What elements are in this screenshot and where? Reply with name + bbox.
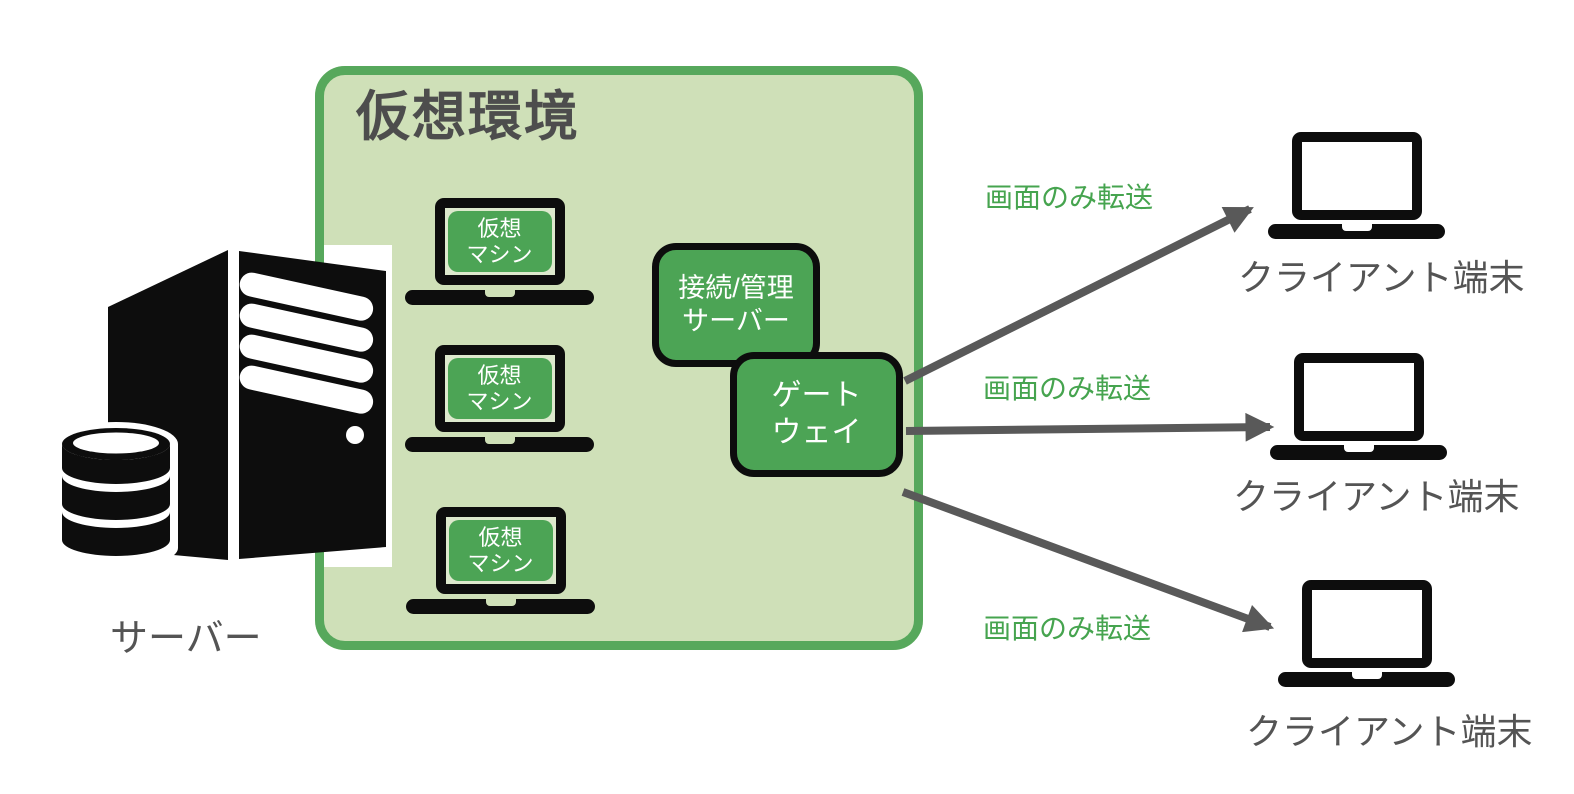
laptop-notch — [1341, 224, 1372, 231]
laptop-base — [405, 290, 594, 305]
server-label: サーバー — [110, 618, 262, 660]
laptop-notch — [1343, 445, 1374, 452]
client-laptop-2 — [1270, 353, 1447, 460]
laptop-base — [1278, 672, 1455, 687]
vm-label-line2: マシン — [466, 388, 533, 414]
laptop-notch — [485, 599, 516, 606]
vm-laptop-1: 仮想 マシン — [405, 198, 594, 305]
transfer-arrow-2 — [905, 412, 1275, 442]
vm-label-line2: マシン — [466, 241, 533, 267]
client-label-2: クライアント端末 — [1233, 476, 1520, 517]
client-label-3: クライアント端末 — [1246, 711, 1533, 752]
laptop-screen: 仮想 マシン — [434, 345, 565, 432]
transfer-label-2: 画面のみ転送 — [983, 373, 1152, 404]
database-icon — [54, 422, 178, 568]
client-laptop-3 — [1278, 580, 1455, 687]
management-server-line1: 接続/管理 — [678, 273, 794, 304]
vm-badge: 仮想 マシン — [448, 520, 553, 581]
laptop-base — [1270, 445, 1447, 460]
vm-label-line1: 仮想 — [477, 362, 522, 388]
vm-badge: 仮想 マシン — [447, 358, 552, 419]
laptop-notch — [1351, 672, 1382, 679]
gateway-node: ゲート ウェイ — [730, 352, 903, 477]
client-laptop-1 — [1268, 132, 1445, 239]
transfer-label-1: 画面のみ転送 — [985, 182, 1154, 213]
laptop-notch — [484, 437, 515, 444]
vm-label-line2: マシン — [467, 550, 534, 576]
laptop-screen — [1301, 580, 1432, 668]
laptop-screen — [1291, 132, 1422, 220]
vm-laptop-3: 仮想 マシン — [406, 507, 595, 614]
laptop-base — [1268, 224, 1445, 239]
vm-laptop-2: 仮想 マシン — [405, 345, 594, 452]
transfer-arrow-1 — [903, 205, 1254, 385]
laptop-screen: 仮想 マシン — [435, 507, 566, 594]
vm-label-line1: 仮想 — [478, 524, 523, 550]
client-label-1: クライアント端末 — [1238, 257, 1525, 298]
vm-badge: 仮想 マシン — [447, 211, 552, 272]
management-server-line2: サーバー — [682, 306, 790, 336]
virtual-environment-title: 仮想環境 — [356, 87, 580, 147]
laptop-base — [406, 599, 595, 614]
gateway-line1: ゲート — [771, 378, 862, 412]
vm-label-line1: 仮想 — [477, 215, 522, 241]
laptop-notch — [484, 290, 515, 297]
laptop-screen: 仮想 マシン — [434, 198, 565, 285]
laptop-base — [405, 437, 594, 452]
gateway-line2: ウェイ — [771, 415, 862, 449]
transfer-label-3: 画面のみ転送 — [983, 613, 1152, 644]
management-server-node: 接続/管理 サーバー — [652, 243, 820, 367]
laptop-screen — [1293, 353, 1424, 441]
